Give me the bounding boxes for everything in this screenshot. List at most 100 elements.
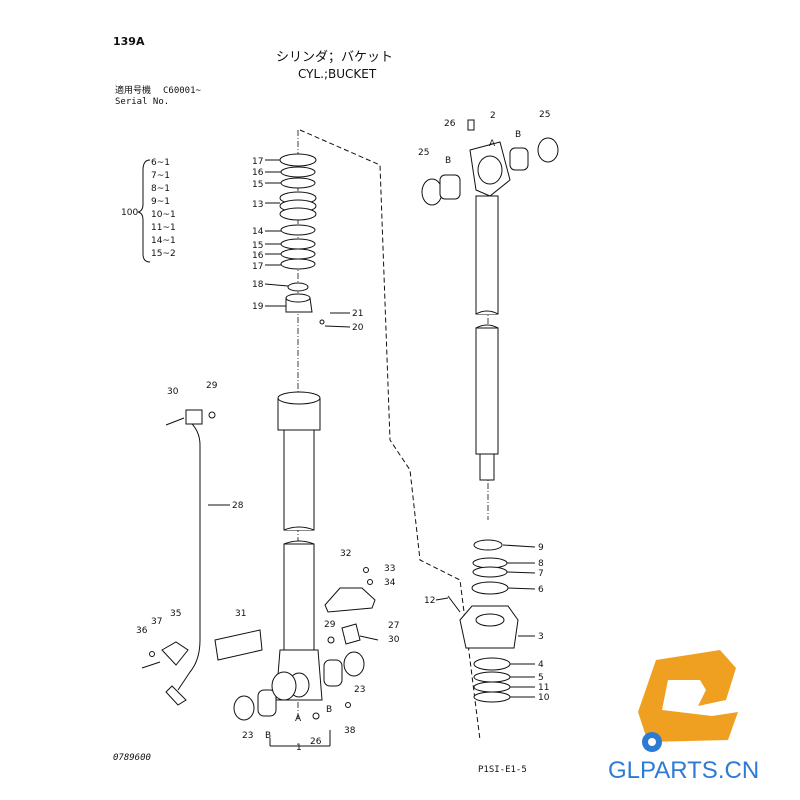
kit-item: 10~1 (151, 210, 176, 220)
serial-label-jp: 適用号機 (115, 84, 151, 96)
title-jp: シリンダ；バケット (276, 50, 393, 65)
tube-upper (283, 429, 315, 531)
dust-seal-23-b (343, 651, 365, 677)
page-code: 139A (113, 35, 145, 48)
bolt-30 (165, 417, 185, 426)
washer-37 (149, 651, 155, 657)
serial-value: C60001~ (163, 86, 202, 96)
washer-29 (208, 411, 216, 419)
kit-item: 14~1 (151, 236, 176, 246)
bolt-30-b (359, 635, 379, 641)
piston-3-bore (475, 613, 505, 627)
label-B: B (326, 705, 332, 715)
callout-28: 28 (232, 501, 244, 511)
callout-29: 29 (324, 620, 336, 630)
callout-8: 8 (538, 559, 544, 569)
callout-37: 37 (151, 617, 162, 627)
callout-3: 3 (538, 632, 544, 642)
callout-15: 15 (252, 180, 263, 190)
pipe-28 (177, 419, 201, 691)
callout-25: 25 (539, 110, 550, 120)
callout-38: 38 (344, 726, 356, 736)
callout-27: 27 (388, 621, 399, 631)
callout-15: 15 (252, 241, 263, 251)
callout-7: 7 (538, 569, 544, 579)
gear-hub (648, 738, 656, 746)
bushing-B-right (323, 659, 343, 687)
dust-seal-25-left (421, 178, 443, 206)
callout-23: 23 (354, 685, 365, 695)
callout-17: 17 (252, 157, 263, 167)
head-seal-stack (279, 153, 325, 325)
callout-9: 9 (538, 543, 544, 553)
nut-19-top (285, 293, 311, 303)
label-B: B (445, 156, 451, 166)
leader-lines (208, 159, 536, 747)
label-B: B (265, 731, 271, 741)
rod-break-top (475, 310, 499, 315)
seal-13-c (279, 207, 317, 221)
callout-35: 35 (170, 609, 181, 619)
bolt-36 (141, 661, 161, 669)
label-A: A (295, 714, 302, 724)
rod-eye-bore (477, 155, 503, 185)
callout-2: 2 (490, 111, 496, 121)
set-screw-20 (319, 319, 325, 325)
bushing-B-rod-right (509, 147, 529, 171)
callout-32: 32 (340, 549, 351, 559)
serial-label-en: Serial No. (115, 97, 169, 107)
backup-ring-16-b (280, 248, 316, 260)
callout-12: 12 (424, 596, 435, 606)
callouts: 17 16 15 13 14 15 16 17 18 19 21 20 30 2… (136, 110, 550, 753)
o-ring-29 (327, 636, 335, 644)
rod-break-bottom (475, 324, 499, 329)
dust-seal-17-b (280, 258, 316, 270)
bushing-B-left (257, 689, 277, 717)
brand-logo: GLPARTS.CN (608, 650, 759, 784)
callout-1: 1 (296, 743, 302, 753)
tube-flange-top (277, 391, 321, 405)
dust-seal-17 (279, 153, 317, 167)
callout-14: 14 (252, 227, 264, 237)
callout-26: 26 (444, 119, 456, 129)
callout-6: 6 (538, 585, 544, 595)
bolt-12 (447, 595, 461, 613)
pipe-flange (185, 409, 203, 425)
rod-thread (479, 453, 495, 481)
callout-33: 33 (384, 564, 395, 574)
assembly-path (299, 129, 481, 741)
ring-10 (473, 691, 511, 703)
rod-upper (475, 195, 499, 315)
leader (502, 544, 536, 548)
callout-17: 17 (252, 262, 263, 272)
piston-stack (447, 539, 519, 703)
backup-ring-16 (280, 166, 316, 178)
ring-7 (472, 566, 508, 578)
callout-25: 25 (418, 148, 429, 158)
pin-bushing-A (271, 671, 297, 701)
callout-10: 10 (538, 693, 550, 703)
ring-18 (287, 282, 309, 292)
brand-text: GLPARTS.CN (608, 757, 759, 784)
kit-item: 8~1 (151, 184, 170, 194)
dust-seal-25-right (537, 137, 559, 163)
callout-16: 16 (252, 251, 264, 261)
leader (507, 587, 536, 590)
o-ring-15-b (280, 238, 316, 250)
callout-30: 30 (388, 635, 400, 645)
seal-kit-list: 100 6~1 7~1 8~1 9~1 10~1 11~1 14~1 15~2 (121, 158, 176, 263)
sheet-reference: P1SI-E1-5 (478, 765, 527, 775)
callout-23: 23 (242, 731, 253, 741)
kit-item: 11~1 (151, 223, 176, 233)
grease-fitting-38 (345, 702, 351, 708)
callout-16: 16 (252, 168, 264, 178)
ring-9 (473, 539, 503, 551)
piston-3 (459, 605, 519, 649)
ring-6 (471, 581, 509, 595)
callout-21: 21 (352, 309, 363, 319)
bolt-33 (363, 567, 369, 573)
callout-30: 30 (167, 387, 179, 397)
leader (435, 597, 449, 601)
callout-11: 11 (538, 683, 549, 693)
title-en: CYL.;BUCKET (298, 67, 377, 81)
